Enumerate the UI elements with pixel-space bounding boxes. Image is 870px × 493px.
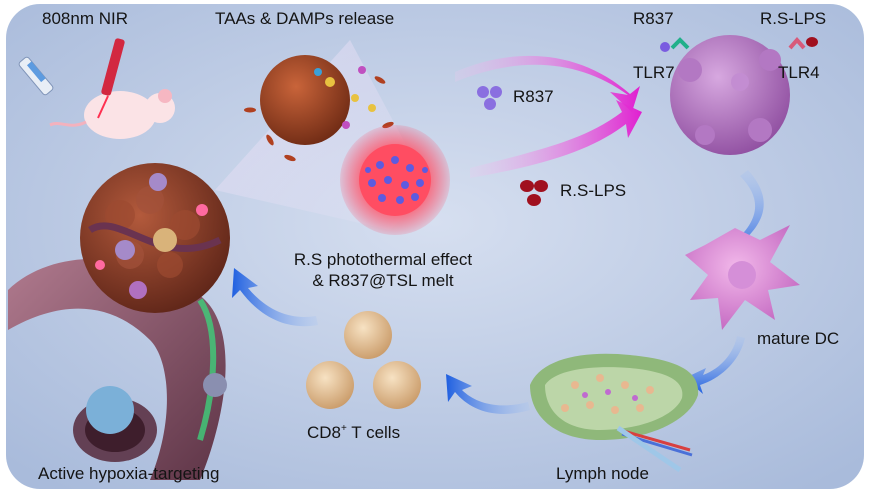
lymph-node-label: Lymph node [556,464,649,483]
tlr7-receptor [670,37,690,50]
cd8-label-superscript: + [341,423,347,434]
magenta-arrow-bottom [470,100,642,178]
cd8-label-rest: T cells [346,423,401,442]
release-sphere [244,55,394,162]
rslps-bound [806,37,818,47]
cd8-label-main: CD8 [307,423,342,442]
r837-receptor-label: R837 [633,9,674,28]
r837-particles [477,86,502,110]
blue-arrow-lymph-to-tcell [446,374,530,414]
tlr4-receptor [788,36,806,50]
laser-icon [97,38,125,119]
r837-bound [660,42,670,52]
blue-arrow-tcell-to-tumor [232,268,318,327]
photothermal-label-line1: R.S photothermal effect [293,250,473,269]
hypoxia-label: Active hypoxia-targeting [38,464,220,483]
nir-label: 808nm NIR [42,9,128,28]
blue-arrow-dc-to-mature [722,170,764,262]
mouse-illustration [49,89,175,139]
release-label: TAAs & DAMPs release [215,9,395,28]
rslps-particles-label: R.S-LPS [560,181,627,200]
mature-dc-label: mature DC [757,329,840,348]
lymph-node [530,353,699,473]
photothermal-sphere [340,125,450,235]
tlr4-label: TLR4 [778,63,820,82]
mature-dc-cell [685,225,800,330]
dendritic-cell [670,35,790,155]
tlr7-label: TLR7 [633,63,675,82]
r837-particles-label: R837 [513,87,554,106]
rslps-particles [520,180,548,206]
tumor-cell-vessel [86,386,134,434]
tumor-cell-vessel-small [203,373,227,397]
rslps-receptor-label: R.S-LPS [760,9,827,28]
t-cells [306,311,421,409]
cd8-t-cells-label: CD8+ T cells [307,423,400,443]
blue-arrow-mature-to-lymph [685,336,745,394]
tumor-mass [80,163,230,313]
photothermal-label-line2: & R837@TSL melt [312,271,454,290]
syringe-icon [18,56,54,96]
